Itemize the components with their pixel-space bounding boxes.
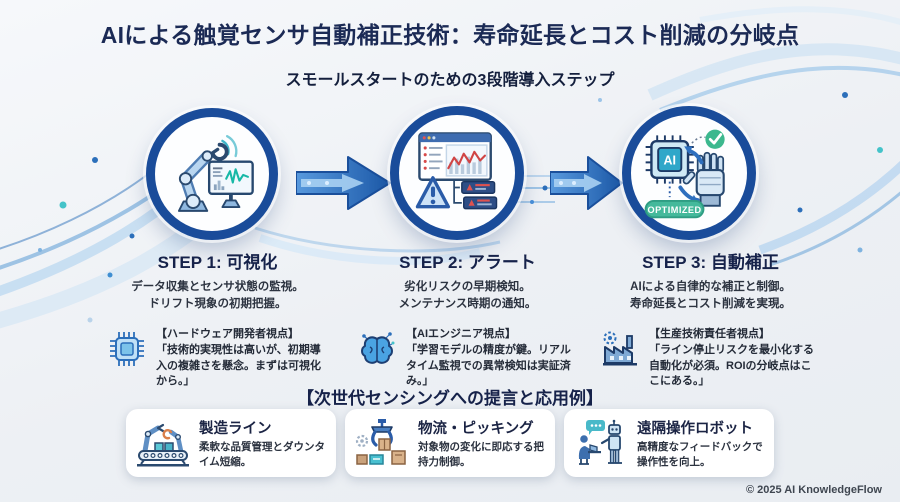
step3-description: AIによる自律的な補正と制御。 寿命延長とコスト削減を実現。	[630, 281, 791, 311]
step1-quote-text: 【ハードウェア開発者視点】 「技術的実現性は高いが、初期導入の複雑さを懸念。まず…	[156, 327, 321, 388]
step1-title: STEP 1: 可視化	[157, 253, 278, 272]
step3-section: STEP 3: 自動補正 AIによる自律的な補正と制御。 寿命延長とコスト削減を…	[588, 248, 833, 390]
step2-quote-text: 【AIエンジニア視点】 「学習モデルの精度が鍵。リアルタイム監視での異常検知は実…	[406, 327, 571, 388]
copyright-notice: © 2025 AI KnowledgeFlow	[745, 484, 882, 496]
step3-quote-text: 【生産技術責任者視点】 「ライン停止リスクを最小化する自動化が必須。ROIの分岐…	[649, 327, 814, 388]
card-text: 製造ライン 柔軟な品質管理とダウンタイム短縮。	[199, 417, 327, 468]
factory-icon	[603, 331, 637, 365]
step3-illustration-circle: AI OPTIMIZED	[622, 106, 756, 240]
step3-title: STEP 3: 自動補正	[642, 253, 779, 272]
card-description: 柔軟な品質管理とダウンタイム短縮。	[199, 441, 325, 468]
step2-title: STEP 2: アラート	[399, 253, 536, 272]
card-text: 遠隔操作ロボット 高精度なフィードバックで操作性を向上。	[637, 417, 765, 468]
step1-section: STEP 1: 可視化 データ収集とセンサ状態の監視。 ドリフト現象の初期把握。…	[90, 248, 345, 390]
card-manufacturing-line: 製造ライン 柔軟な品質管理とダウンタイム短縮。	[126, 409, 336, 477]
card-description: 高精度なフィードバックで操作性を向上。	[637, 441, 763, 468]
teleop-robot-icon	[578, 419, 622, 465]
application-cards: 製造ライン 柔軟な品質管理とダウンタイム短縮。 物流・ピッキング 対象物の変化に…	[0, 409, 900, 477]
step1-description: データ収集とセンサ状態の監視。 ドリフト現象の初期把握。	[131, 281, 304, 311]
card-logistics-picking: 物流・ピッキング 対象物の変化に即応する把持力制御。	[345, 409, 555, 477]
card-teleoperation-robot: 遠隔操作ロボット 高精度なフィードバックで操作性を向上。	[564, 409, 774, 477]
card-description: 対象物の変化に即応する把持力制御。	[418, 441, 544, 468]
factory-line-icon	[137, 423, 189, 467]
card-title: 製造ライン	[199, 421, 272, 438]
page-subtitle: スモールスタートのための3段階導入ステップ	[285, 72, 615, 89]
robot-hand-shape	[682, 151, 725, 207]
dashboard-alerts-illustration	[415, 132, 498, 210]
robot-arm-monitor-illustration	[177, 135, 254, 212]
chip-icon	[110, 331, 144, 366]
step2-description: 劣化リスクの早期検知。 メンテナンス時期の通知。	[398, 281, 537, 311]
applications-heading: 【次世代センシングへの提言と応用例】	[297, 389, 603, 408]
card-text: 物流・ピッキング 対象物の変化に即応する把持力制御。	[418, 417, 546, 468]
card-title: 物流・ピッキング	[418, 421, 534, 438]
ai-chip-hand-illustration: AI OPTIMIZED	[644, 129, 725, 219]
step2-section: STEP 2: アラート 劣化リスクの早期検知。 メンテナンス時期の通知。 【A…	[350, 248, 585, 390]
step1-quote: 【ハードウェア開発者視点】 「技術的実現性は高いが、初期導入の複雑さを懸念。まず…	[90, 327, 345, 390]
gripper-boxes-icon	[355, 419, 406, 465]
optimized-badge: OPTIMIZED	[647, 205, 701, 215]
step1-illustration-circle	[146, 108, 278, 240]
step2-quote: 【AIエンジニア視点】 「学習モデルの精度が鍵。リアルタイム監視での異常検知は実…	[350, 327, 585, 390]
page-title: AIによる触覚センサ自動補正技術：寿命延長とコスト削減の分岐点	[100, 22, 800, 48]
brain-icon	[361, 331, 395, 364]
step2-illustration-circle	[390, 106, 524, 240]
step3-quote: 【生産技術責任者視点】 「ライン停止リスクを最小化する自動化が必須。ROIの分岐…	[588, 327, 833, 390]
ai-chip-label: AI	[663, 153, 676, 167]
arrow-right-icon	[550, 156, 623, 210]
arrow-right-icon	[296, 156, 391, 210]
card-title: 遠隔操作ロボット	[637, 421, 753, 438]
